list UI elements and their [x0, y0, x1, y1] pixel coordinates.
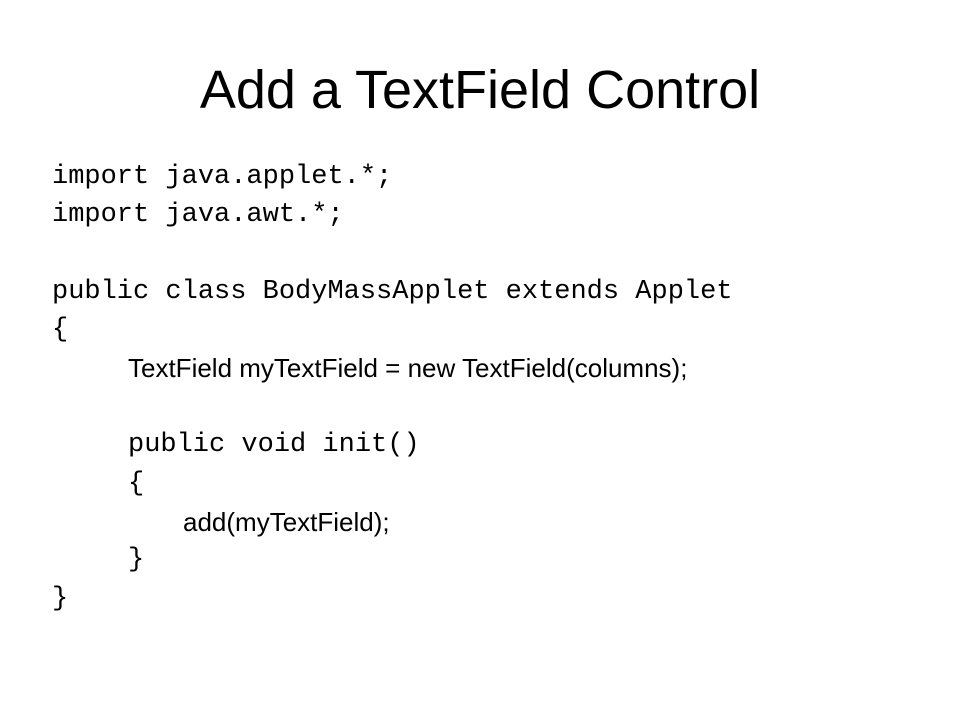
code-line-import-awt: import java.awt.*; — [52, 200, 344, 230]
code-line-class-close-brace: } — [52, 584, 69, 614]
code-line-textfield-declaration: TextField myTextField = new TextField(co… — [128, 353, 688, 383]
code-line-add-call: add(myTextField); — [183, 507, 390, 537]
code-line-import-applet: import java.applet.*; — [52, 162, 393, 192]
code-line-init-open-brace: { — [128, 469, 145, 499]
code-line-class-open-brace: { — [52, 315, 69, 345]
code-line-init-close-brace: } — [128, 545, 145, 575]
code-line-init-method: public void init() — [128, 430, 420, 460]
slide-title: Add a TextField Control — [199, 60, 761, 120]
code-line-class-declaration: public class BodyMassApplet extends Appl… — [52, 277, 733, 307]
